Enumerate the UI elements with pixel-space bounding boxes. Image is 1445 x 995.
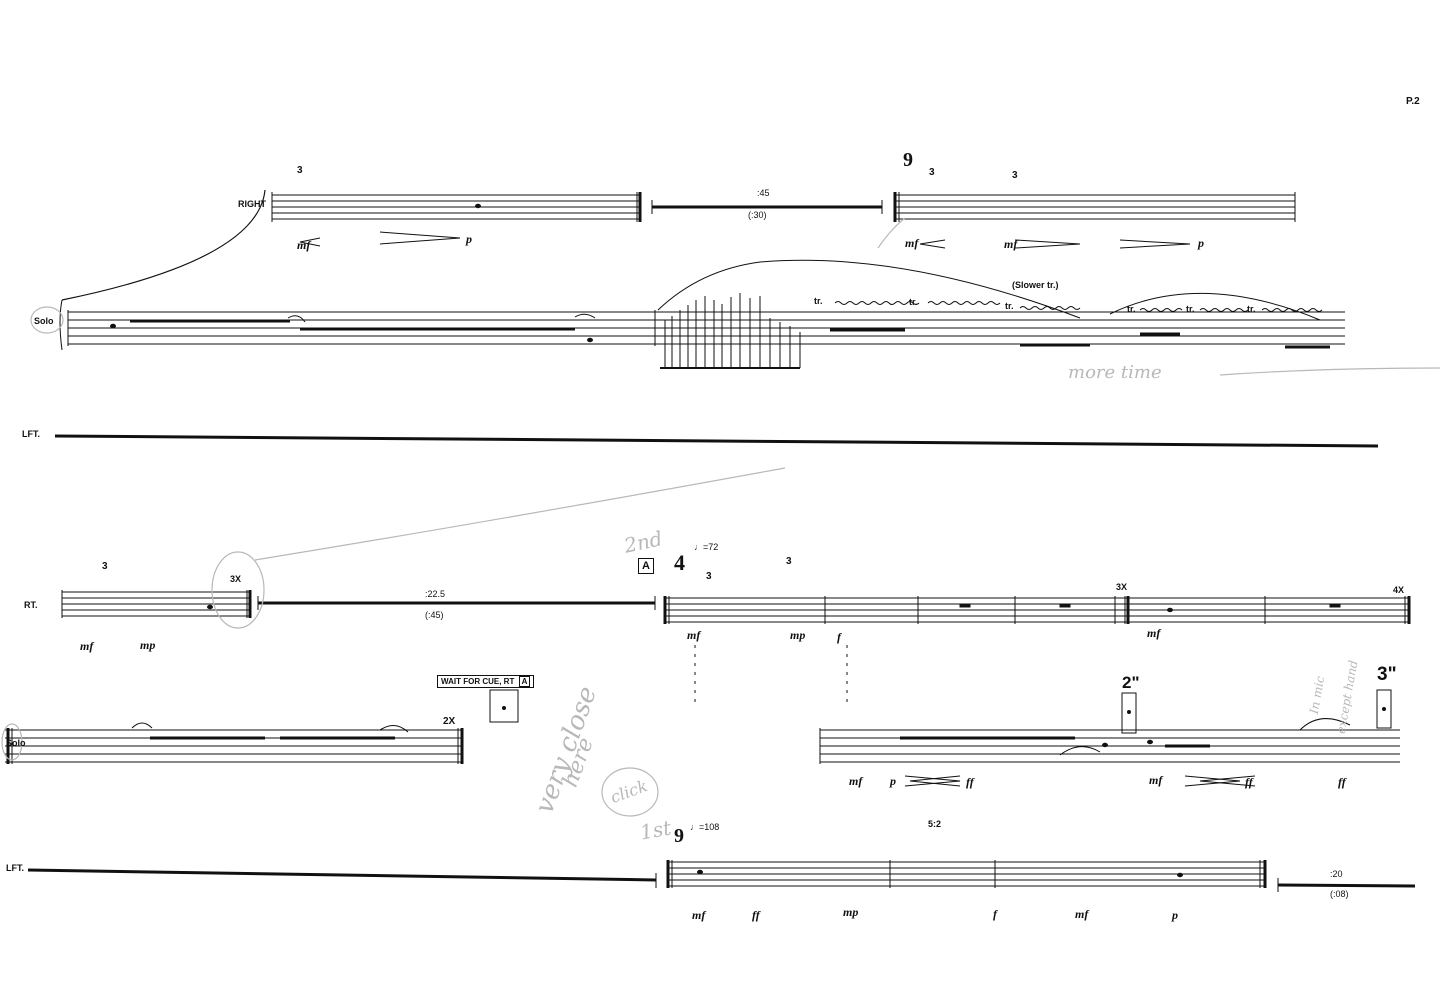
tuplet-5-2: 5:2 (928, 819, 942, 829)
timing-2-alt: (:45) (425, 610, 444, 620)
rt-staff-1 (61, 590, 252, 618)
solo-staff-2a (5, 728, 464, 764)
trill-mark-4: tr. (1127, 304, 1136, 314)
dynamic-mf-7: mf (849, 774, 863, 788)
dynamic-mf-3: mf (1004, 237, 1018, 251)
timing-2: :22.5 (425, 589, 446, 599)
slower-trill-mark: (Slower tr.) (1012, 280, 1059, 290)
dynamic-ff-1: ff (966, 775, 974, 789)
triplet-mark-1: 3 (297, 165, 303, 176)
timing-1-alt: (:30) (748, 210, 767, 220)
fermata-3-sec: 3" (1377, 664, 1397, 685)
staff-label-solo-2: Solo (6, 738, 26, 748)
timing-3-alt: (:08) (1330, 889, 1349, 899)
solo-staff-2b (819, 728, 1400, 764)
lft-staff-2 (666, 860, 1267, 888)
dynamic-ff-2: ff (1245, 775, 1253, 789)
dynamic-p-2: p (1198, 236, 1204, 250)
triplet-mark-6: 3 (786, 556, 792, 567)
dynamic-f-1: f (837, 630, 841, 644)
staff-label-lft-2: LFT. (6, 863, 24, 873)
rt-staff-2 (663, 596, 1411, 624)
timing-1: :45 (757, 188, 770, 198)
solo-staff-1 (67, 310, 1345, 346)
tempo-72: ♩=72 (694, 542, 719, 552)
rehearsal-mark-a: A (638, 558, 654, 574)
wait-cue-rehearsal: A (518, 676, 531, 687)
dynamic-f-2: f (993, 907, 997, 921)
trill-mark-6: tr. (1247, 304, 1256, 314)
repeat-3x-2: 3X (1116, 582, 1128, 592)
dynamic-mp-2: mp (790, 628, 806, 642)
staff-label-right: RIGHT (238, 199, 266, 209)
meter-9: 9 (674, 825, 684, 847)
timing-3: :20 (1330, 869, 1343, 879)
dynamic-p-3: p (890, 774, 896, 788)
dynamic-p-4: p (1172, 908, 1178, 922)
trill-mark-1: tr. (814, 296, 823, 306)
triplet-mark-3: 3 (1012, 170, 1018, 181)
fermata-2-sec: 2" (1122, 673, 1140, 692)
right-staff-1 (271, 192, 642, 222)
tempo-108: ♩=108 (690, 822, 720, 832)
meter-top-9: 9 (903, 149, 913, 171)
dynamic-mf-1: mf (297, 238, 311, 252)
dynamic-mf-8: mf (1149, 773, 1163, 787)
dynamic-ff-3: ff (1338, 775, 1346, 789)
dynamic-mf-2: mf (905, 236, 919, 250)
staff-label-rt: RT. (24, 600, 38, 610)
trill-mark-5: tr. (1186, 304, 1195, 314)
staff-label-lft: LFT. (22, 429, 40, 439)
dynamic-mf-6: mf (1147, 626, 1161, 640)
triplet-mark-5: 3 (706, 571, 712, 582)
dynamic-mp-1: mp (140, 638, 156, 652)
staff-label-solo: Solo (34, 316, 54, 326)
repeat-3x-1: 3X (230, 574, 242, 584)
pencil-more-time: more time (1068, 362, 1162, 383)
wait-for-cue-box: WAIT FOR CUE, RT A (437, 675, 535, 688)
dynamic-mf-4: mf (80, 639, 94, 653)
trill-mark-2: tr. (909, 297, 918, 307)
right-staff-2 (893, 192, 1296, 222)
dynamic-p-1: p (466, 232, 472, 246)
dynamic-mf-5: mf (687, 628, 701, 642)
dynamic-mf-10: mf (1075, 907, 1089, 921)
dynamic-mp-3: mp (843, 905, 859, 919)
page-number: P.2 (1406, 96, 1420, 107)
triplet-mark-2: 3 (929, 167, 935, 178)
meter-4: 4 (674, 550, 685, 575)
triplet-mark-4: 3 (102, 561, 108, 572)
dynamic-ff-4: ff (752, 908, 760, 922)
repeat-2x: 2X (443, 716, 456, 727)
repeat-4x: 4X (1393, 585, 1405, 595)
wait-for-cue-text: WAIT FOR CUE, RT (441, 677, 515, 686)
trill-mark-3: tr. (1005, 301, 1014, 311)
dynamic-mf-9: mf (692, 908, 706, 922)
